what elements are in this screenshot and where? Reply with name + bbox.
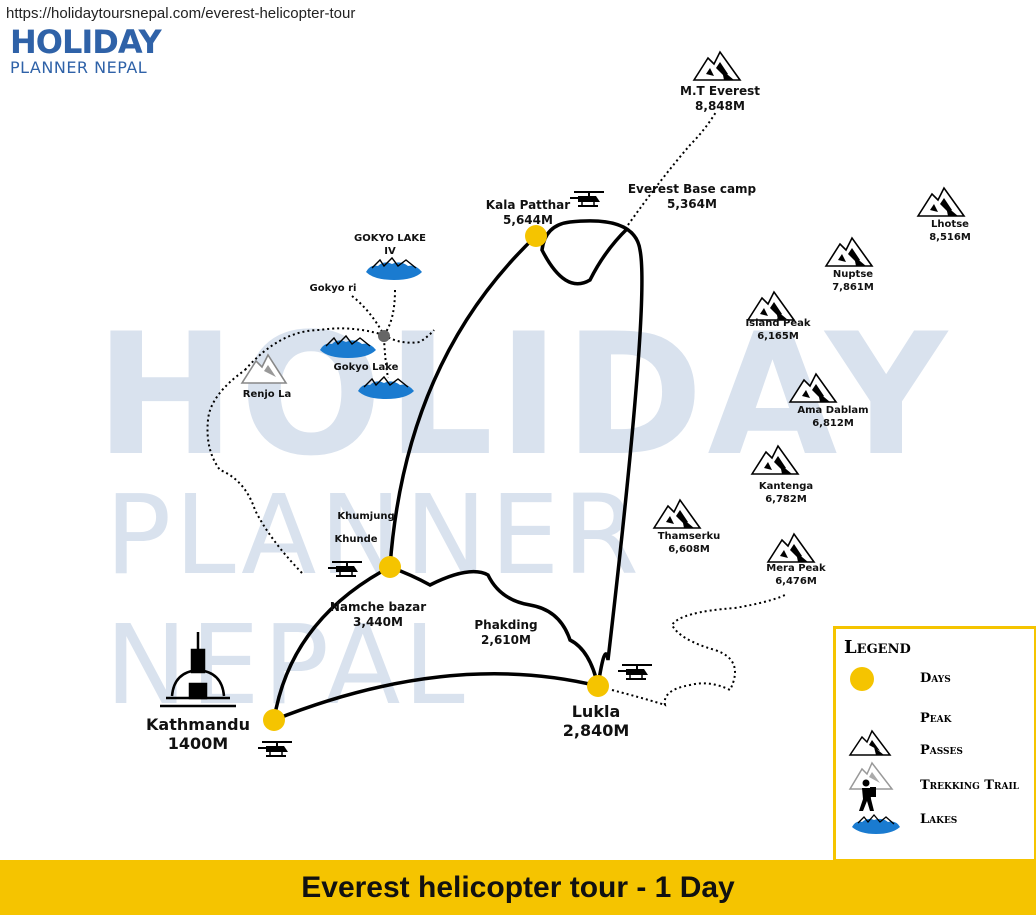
peak-icon-ama-dablam xyxy=(789,373,837,403)
day-marker-namche xyxy=(379,556,401,578)
helicopter-icon xyxy=(257,741,293,757)
lake-icon-gokyo-b xyxy=(357,376,415,400)
logo-line1: HOLIDAY xyxy=(10,23,162,61)
lake-icon xyxy=(852,814,900,834)
brand-logo[interactable]: HOLIDAY PLANNER NEPAL xyxy=(10,23,162,78)
label-khumjung: Khumjung xyxy=(337,511,395,522)
tour-title: Everest helicopter tour - 1 Day xyxy=(301,871,735,904)
legend-panel: Legend Days Peak Passes Trekking Trail L… xyxy=(833,626,1036,862)
legend-item-peak: Peak xyxy=(920,711,952,726)
footer-banner: Everest helicopter tour - 1 Day xyxy=(0,860,1036,915)
stupa-icon xyxy=(160,632,236,708)
legend-icons xyxy=(848,667,900,834)
peak-icon-kantenga xyxy=(751,445,799,475)
helicopter-icon xyxy=(617,664,653,680)
day-marker-kathmandu xyxy=(263,709,285,731)
label-gokyo-lake: Gokyo Lake xyxy=(333,362,399,373)
day-markers xyxy=(263,225,609,731)
page-url[interactable]: https://holidaytoursnepal.com/everest-he… xyxy=(6,5,356,22)
legend-item-lakes: Lakes xyxy=(920,812,958,827)
legend-title: Legend xyxy=(844,637,911,658)
pass-icon-renjo-la xyxy=(240,353,288,384)
legend-item-trekking-trail: Trekking Trail xyxy=(920,778,1019,793)
legend-item-days: Days xyxy=(920,671,951,686)
helicopter-icon xyxy=(569,191,605,207)
lake-icon-gokyo-a xyxy=(319,335,377,359)
logo-line2: PLANNER NEPAL xyxy=(10,58,148,77)
peak-icon-island xyxy=(747,291,795,321)
label-gokyo-ri: Gokyo ri xyxy=(309,283,357,294)
legend-item-passes: Passes xyxy=(920,743,963,758)
peak-icon-thamserku xyxy=(653,499,701,529)
day-marker-lukla xyxy=(587,675,609,697)
helicopter-routes xyxy=(272,219,644,722)
label-renjo-la: Renjo La xyxy=(242,389,292,400)
label-khunde: Khunde xyxy=(334,534,378,545)
peak-icon-lhotse xyxy=(917,187,965,217)
peak-icon-everest xyxy=(693,51,741,81)
day-marker-kala-patthar xyxy=(525,225,547,247)
trekker-icon xyxy=(859,779,876,811)
lake-icon-gokyo-iv xyxy=(365,257,423,281)
route-map xyxy=(160,51,965,757)
pass-icon xyxy=(848,761,894,790)
helicopter-icon xyxy=(327,561,363,577)
peak-icon-nuptse xyxy=(825,237,873,267)
peak-icon xyxy=(848,729,892,756)
yellow-dot-icon xyxy=(850,667,874,691)
peak-icon-mera xyxy=(767,533,815,563)
